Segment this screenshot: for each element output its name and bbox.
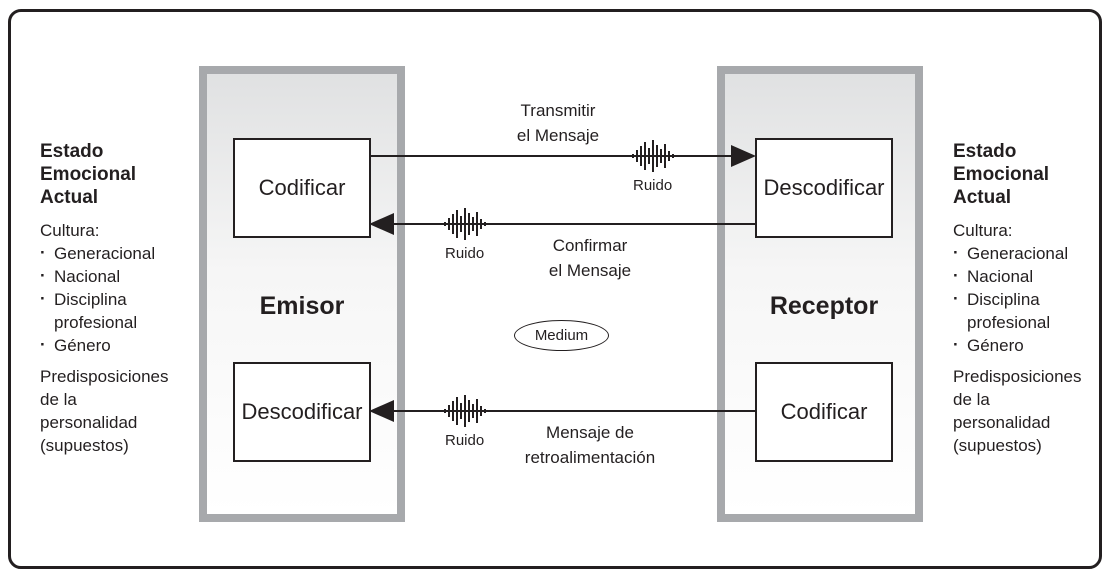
emisor-decode-box: Descodificar [233,362,371,462]
culture-item: Disciplina profesional [953,287,1077,334]
culture-item: Nacional [40,264,190,288]
confirm-message-label: Confirmar el Mensaje [510,233,670,283]
predis-line: (supuestos) [40,436,129,455]
receptor-label: Receptor [769,292,879,320]
noise-label-confirm: Ruido [445,245,485,262]
culture-item: Generacional [40,241,190,265]
title-line: Estado [953,141,1017,162]
emisor-attributes-panel: Estado Emocional Actual Cultura: Generac… [40,140,190,457]
transmit-line-2: el Mensaje [516,126,600,145]
culture-item: Generacional [953,241,1103,265]
predis-line: de la [953,390,990,409]
receptor-decode-label: Descodificar [763,175,885,200]
medium-label: Medium [534,327,589,344]
emisor-decode-label: Descodificar [241,399,363,424]
culture-list: Generacional Nacional Disciplina profesi… [953,241,1103,357]
feedback-line-1: Mensaje de [546,423,634,442]
transmit-message-label: Transmitir el Mensaje [478,98,638,148]
title-line: Emocional [40,164,137,185]
receptor-decode-box: Descodificar [755,138,893,238]
culture-list: Generacional Nacional Disciplina profesi… [40,241,190,357]
medium-ellipse: Medium [514,320,609,351]
confirm-line-2: el Mensaje [548,261,632,280]
title-line: Actual [953,187,1012,208]
culture-item: Disciplina profesional [40,287,164,334]
predis-line: de la [40,390,77,409]
noise-label-transmit: Ruido [633,177,673,194]
culture-item: Nacional [953,264,1103,288]
receptor-encode-box: Codificar [755,362,893,462]
predis-line: personalidad [40,413,138,432]
receptor-state-title: Estado Emocional Actual [953,140,1103,209]
personality-predispositions: Predisposiciones de la personalidad (sup… [953,365,1103,457]
confirm-arrowhead [369,213,394,235]
personality-predispositions: Predisposiciones de la personalidad (sup… [40,365,190,457]
title-line: Estado [40,141,104,162]
predis-line: Predisposiciones [953,367,1082,386]
confirm-line-1: Confirmar [552,236,628,255]
culture-heading: Cultura: [953,221,1013,240]
emisor-state-title: Estado Emocional Actual [40,140,190,209]
transmit-arrowhead [731,145,756,167]
feedback-message-label: Mensaje de retroalimentación [495,420,685,470]
receptor-attributes-panel: Estado Emocional Actual Cultura: Generac… [953,140,1103,457]
culture-item: Género [40,333,190,357]
culture-heading: Cultura: [40,221,100,240]
transmit-line-1: Transmitir [520,101,596,120]
predis-line: personalidad [953,413,1051,432]
feedback-arrowhead [369,400,394,422]
emisor-encode-label: Codificar [258,175,346,200]
culture-item: Género [953,333,1103,357]
noise-label-feedback: Ruido [445,432,485,449]
title-line: Emocional [953,164,1050,185]
emisor-encode-box: Codificar [233,138,371,238]
predis-line: (supuestos) [953,436,1042,455]
receptor-encode-label: Codificar [780,399,868,424]
title-line: Actual [40,187,99,208]
feedback-line-2: retroalimentación [524,448,656,467]
predis-line: Predisposiciones [40,367,169,386]
emisor-label: Emisor [259,292,345,320]
